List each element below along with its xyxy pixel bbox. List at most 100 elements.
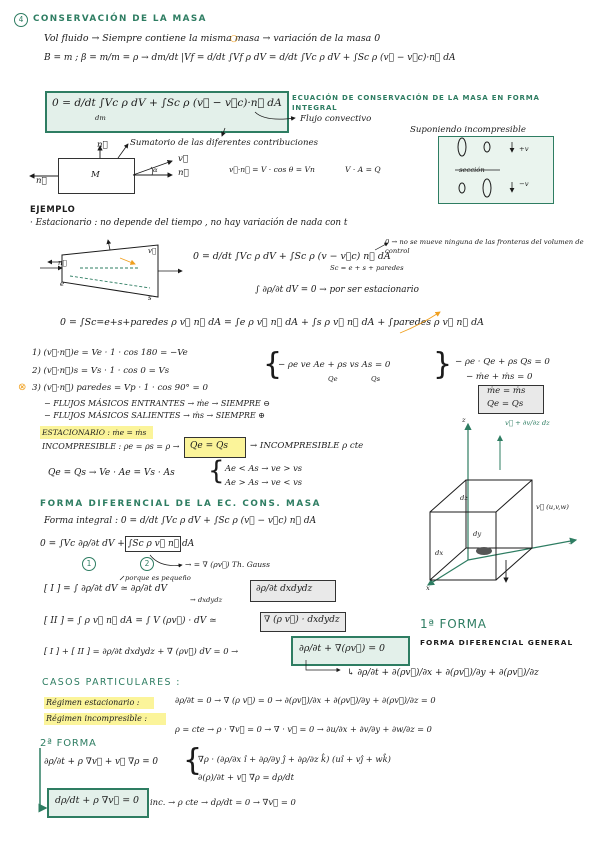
flujos-entrantes: − FLUJOS MÁSICOS ENTRANTES → ṁe → SIEMPR… [44, 399, 270, 408]
qe-label: Qe [328, 375, 338, 383]
va-equals-q: V · A = Q [345, 165, 381, 174]
incompresible-box-highlight [184, 437, 246, 458]
porque-note: porque es pequeño [125, 574, 191, 582]
flow-dot-product: v⃗·n⃗ = V · cos θ = Vn [229, 165, 315, 174]
mass-label: M [91, 170, 100, 180]
incompresible-label: Suponiendo incompresible [410, 125, 527, 135]
plus-v-label: +v [519, 145, 529, 153]
integral-label: ECUACIÓN DE CONSERVACIÓN DE LA MASA EN F… [292, 94, 540, 112]
brace-left: { [263, 347, 283, 382]
normal-right-label: n⃗ [178, 168, 189, 178]
differential-cube [426, 422, 578, 586]
result-box [478, 385, 544, 414]
integral-equation: 0 = d/dt ∫Vc ρ dV + ∫Sc ρ (v⃗ − v⃗c)·n⃗ … [52, 97, 282, 109]
term-1-marker: 1 [82, 557, 96, 571]
ejemplo-item-2: 2) (v⃗·n⃗)s = Vs · 1 · cos 0 = Vs [32, 366, 170, 376]
box-I [250, 580, 336, 602]
section-title: CONSERVACIÓN DE LA MASA [33, 14, 207, 24]
brace-second: { [183, 743, 203, 778]
box-II-text: ∇ (ρ v⃗) · dxdydz [264, 615, 340, 625]
axis-z-label: z [462, 416, 466, 424]
box-I-text: ∂ρ/∂t dxdydz [256, 584, 313, 594]
ejemplo-item-1: 1) (v⃗·n⃗)e = Ve · 1 · cos 180 = −Ve [32, 348, 188, 358]
normal-top-label: n⃗ [97, 140, 108, 150]
dz-label: dz [460, 494, 468, 502]
nozzle-drawing [40, 239, 183, 298]
no-mueve-arrow [374, 242, 389, 251]
header-line-1: Vol fluido → Siempre contiene la misma m… [44, 33, 381, 44]
porque-arrow [119, 575, 125, 581]
brace-right: } [433, 347, 453, 382]
estacionario-line: ESTACIONARIO : ṁe = ṁs [42, 428, 147, 437]
zero-mark: ○ [230, 34, 238, 44]
gauss-arrow [149, 554, 183, 568]
dm-label: dm [95, 114, 106, 122]
first-form-box [291, 636, 410, 666]
casos-title: CASOS PARTICULARES : [42, 677, 181, 688]
incompresible-box-text: Qe = Qs [190, 441, 228, 451]
ejemplo-intro: · Estacionario : no depende del tiempo ,… [30, 218, 348, 228]
ejemplo-title: EJEMPLO [30, 204, 76, 214]
term-2-marker: 2 [140, 557, 154, 571]
second-form-eq1: ∂ρ/∂t + ρ ∇v⃗ + v⃗ ∇ρ = 0 [44, 757, 158, 767]
dy-label: dy [473, 530, 482, 538]
nozzle-v-label: v⃗ [148, 247, 157, 255]
box-II [260, 612, 346, 632]
qe-qs-line: Qe = Qs → Ve · Ae = Vs · As [48, 468, 175, 478]
flujo-convectivo-arrow [254, 111, 296, 121]
sc-note: Sc = e + s + paredes [330, 264, 404, 272]
steady-note: ∫ ∂ρ/∂t dV = 0 → por ser estacionario [255, 285, 419, 295]
result-1: − ρe · Qe + ρs Qs = 0 [455, 357, 550, 367]
incompresible-case-label: Régimen incompresible : [46, 714, 148, 723]
alpha-label: α [153, 166, 158, 174]
gauss-note: → = ∇ (ρv⃗) Th. Gauss [185, 560, 270, 569]
control-volume-arrows [29, 143, 173, 179]
second-form-title: 2ª FORMA [40, 738, 97, 749]
minus-v-label: −v [519, 180, 529, 188]
dx-label: dx [435, 549, 444, 557]
ejemplo-parts-eq: 0 = ∫Sc=e+s+paredes ρ v⃗ n⃗ dA = ∫e ρ v⃗… [60, 317, 484, 328]
eq-II: [ II ] = ∫ ρ v⃗ n⃗ dA = ∫ V (ρv⃗) · dV ≃ [44, 616, 217, 626]
expanded-arrow [305, 660, 341, 673]
box-qs: Qe = Qs [487, 399, 524, 409]
sumatorio-note: Sumatorio de las diferentes contribucion… [130, 138, 318, 148]
control-volume-box [58, 158, 135, 194]
sumatorio-arrow [221, 127, 226, 137]
eq-I: [ I ] = ∫ ∂ρ/∂t dV ≃ ∂ρ/∂t dV [44, 584, 168, 594]
second-form-inc: inc. → ρ cte → dρ/dt = 0 → ∇v⃗ = 0 [150, 797, 296, 807]
incompresible-note: → INCOMPRESIBLE ρ cte [250, 441, 364, 451]
eq0-line: 0 = ∫Vc ∂ρ/∂t dV + ∫Sc ρ v⃗ n⃗ dA [40, 539, 195, 549]
highlight-mark: ⊗ [18, 382, 27, 393]
dxdydz-note: → dxdydz [190, 596, 223, 604]
estacionario-case-label: Régimen estacionario : [46, 698, 140, 707]
forma-integral-eq: Forma integral : 0 = d/dt ∫Vc ρ dV + ∫Sc… [44, 516, 317, 526]
forma-diferencial-title: FORMA DIFERENCIAL DE LA EC. CONS. MASA [40, 499, 322, 509]
first-form-title: 1ª FORMA [420, 617, 487, 631]
axis-x-label: x [426, 584, 430, 592]
velocity-label: v⃗ [178, 154, 189, 164]
section-number: 4 [14, 13, 28, 27]
estacionario-highlight [40, 426, 153, 439]
integral-equation-box [45, 91, 289, 133]
velocity-plus: v⃗ + ∂v/∂z dz [505, 419, 550, 427]
paredes-arrow [399, 311, 441, 334]
ae-lt: Ae < As → ve > vs [225, 463, 303, 473]
first-form-subtitle: FORMA DIFERENCIAL GENERAL [420, 638, 574, 647]
incompresible-section-drawing [455, 137, 515, 198]
nozzle-s-label: s [148, 294, 152, 302]
eq-sum: [ I ] + [ II ] = ∂ρ/∂t dxdydz + ∇ (ρv⃗) … [44, 646, 239, 656]
flujo-convectivo: Flujo convectivo [300, 114, 372, 124]
eq0-box [125, 536, 181, 552]
expanded-form: ↳ ∂ρ/∂t + ∂(ρv⃗)/∂x + ∂(ρv⃗)/∂y + ∂(ρv⃗)… [347, 668, 539, 678]
second-form-eq2: ∇ρ · (∂ρ/∂x î + ∂ρ/∂y ĵ + ∂ρ/∂z k̂) (uî … [198, 754, 391, 764]
velocity-uvw: v⃗ (u,v,w) [536, 503, 569, 511]
second-form-arrow [38, 748, 48, 813]
incompresible-case-highlight [44, 713, 166, 725]
header-line-2: B = m ; β = m/m = ρ → dm/dt |Vf = d/dt ∫… [44, 53, 456, 63]
second-form-box-eq: dρ/dt + ρ ∇v⃗ = 0 [55, 795, 139, 806]
estacionario-case-highlight [44, 697, 154, 709]
ejemplo-main-eq: 0 = d/dt ∫Vc ρ dV + ∫Sc ρ (v − v⃗c) n⃗ d… [193, 251, 391, 262]
result-2: − ṁe + ṁs = 0 [466, 372, 533, 382]
